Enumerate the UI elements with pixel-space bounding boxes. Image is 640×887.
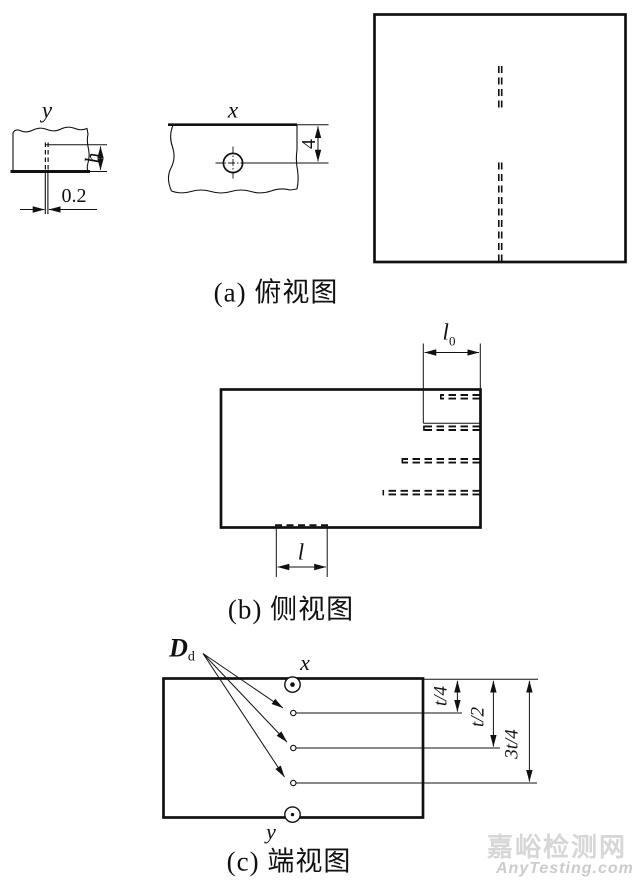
dim-label-t2: t/2 [467, 706, 489, 728]
watermark-site: AnyTesting.com [496, 860, 634, 877]
watermark-name: 嘉峪检测网 [487, 832, 628, 862]
caption-b: (b) 侧视图 [227, 594, 355, 625]
electrode-point-3 [290, 779, 297, 787]
dim-label-offset: 4 [298, 139, 320, 149]
panel-a-x-detail [167, 123, 329, 194]
dd-leader-3 [202, 653, 285, 778]
x-axis-dot [290, 682, 295, 687]
electrode-label-dd: Dd [169, 633, 195, 665]
panel-a-y-detail [10, 126, 107, 214]
torn-patch-outline [167, 124, 298, 194]
panel-c-end-view [162, 653, 538, 823]
electrode-point-1 [290, 709, 297, 717]
panel-a-plate [373, 13, 627, 264]
dim-label-t4: t/4 [430, 685, 452, 707]
caption-a: (a) 俯视图 [213, 277, 339, 308]
dim-label-3t4: 3t/4 [501, 729, 523, 759]
axis-label-y-c: y [266, 819, 276, 844]
dd-leader-1 [202, 653, 284, 709]
torn-patch-outline [12, 126, 90, 172]
electrode-point-2 [290, 744, 297, 752]
axis-label-y-a: y [41, 97, 53, 123]
axis-label-x-a: x [227, 97, 239, 123]
dim-label-l0: l0 [442, 319, 456, 349]
dim-label-h: h [80, 152, 105, 164]
panel-b-side-view [219, 343, 482, 577]
body-outline [219, 388, 482, 529]
axis-label-x-c: x [300, 650, 310, 675]
y-axis-dot [290, 812, 295, 817]
dim-label-l: l [297, 539, 305, 565]
patch-right-edge [295, 124, 299, 190]
dim-label-slit-width: 0.2 [61, 185, 87, 207]
caption-c: (c) 端视图 [226, 846, 352, 877]
plate-outline [373, 13, 627, 264]
dd-leader-2 [202, 653, 288, 743]
